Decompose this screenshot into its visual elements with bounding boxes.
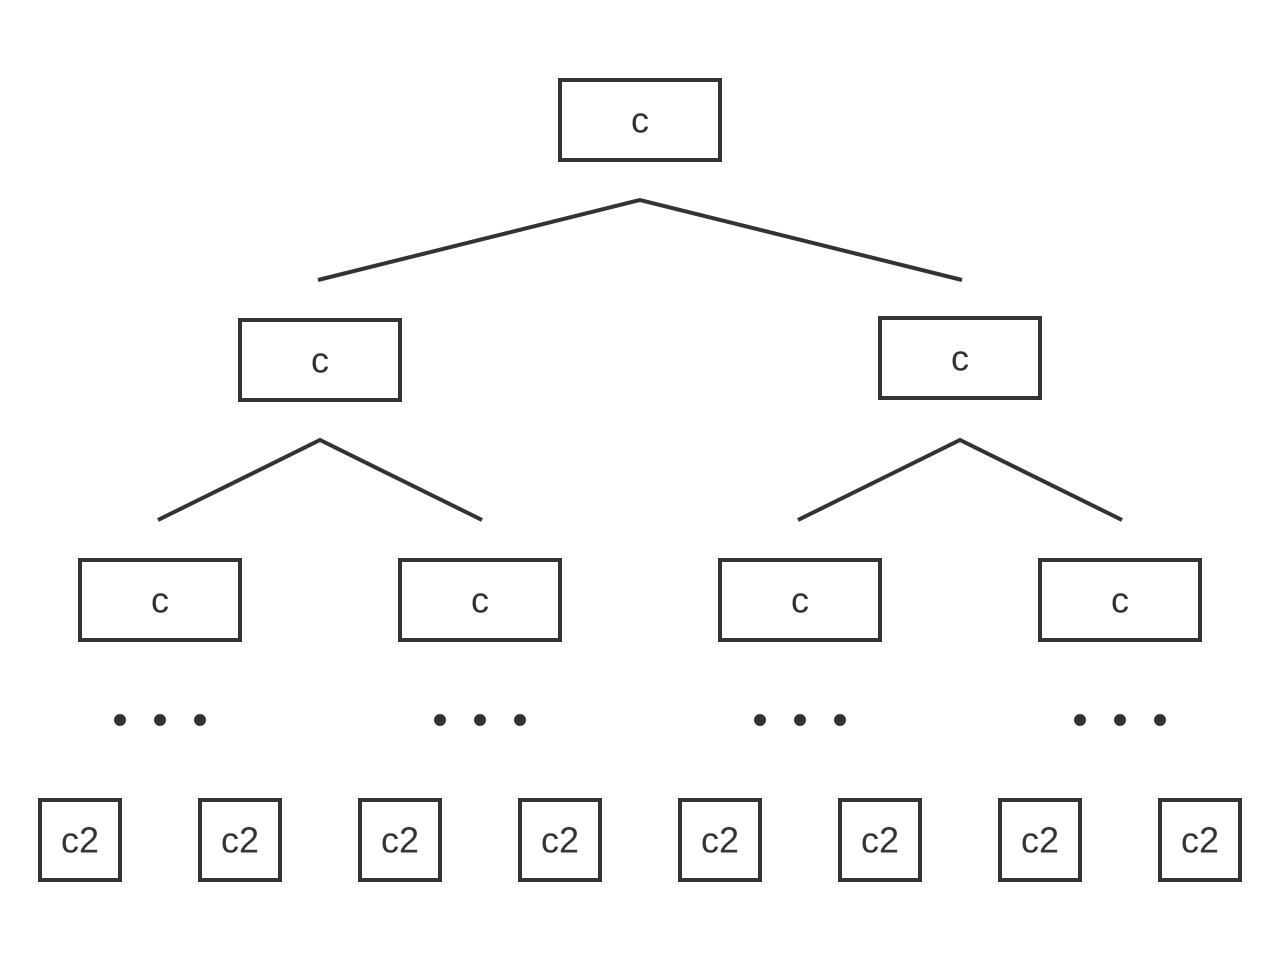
level2-node-4: c [1038, 558, 1202, 642]
right-branch-edges [797, 437, 1123, 522]
leaf-node-8: c2 [1158, 798, 1242, 882]
level1-node-left: c [238, 318, 402, 402]
ellipsis-1 [114, 714, 206, 726]
leaf-node-1: c2 [38, 798, 122, 882]
leaf-node-7-box [998, 798, 1082, 882]
ellipsis-dot [434, 714, 446, 726]
level2-node-1-box [78, 558, 242, 642]
level2-node-3-box [718, 558, 882, 642]
level2-node-2-label: c [471, 580, 489, 621]
ellipsis-dot [1154, 714, 1166, 726]
level2-node-4-box [1038, 558, 1202, 642]
leaf-node-1-label: c2 [61, 820, 99, 861]
level1-node-right: c [878, 316, 1042, 400]
ellipsis-dot [194, 714, 206, 726]
ellipsis-dot [474, 714, 486, 726]
ellipsis-dot [1114, 714, 1126, 726]
root-node-label: c [631, 100, 649, 141]
leaf-node-7-label: c2 [1021, 820, 1059, 861]
leaf-node-3-box [358, 798, 442, 882]
leaf-node-6-label: c2 [861, 820, 899, 861]
level1-edges [157, 437, 1123, 522]
ellipsis-dot [1074, 714, 1086, 726]
level2-node-3-label: c [791, 580, 809, 621]
level2-node-1-label: c [151, 580, 169, 621]
ellipsis-4 [1074, 714, 1166, 726]
leaf-node-5-box [678, 798, 762, 882]
leaf-node-6: c2 [838, 798, 922, 882]
level2-node-2-box [398, 558, 562, 642]
leaf-node-4-label: c2 [541, 820, 579, 861]
leaf-node-1-box [38, 798, 122, 882]
level2-node-3: c [718, 558, 882, 642]
leaf-node-5-label: c2 [701, 820, 739, 861]
ellipsis-dot [794, 714, 806, 726]
leaf-node-3-label: c2 [381, 820, 419, 861]
ellipsis-dot [114, 714, 126, 726]
ellipsis-dot [834, 714, 846, 726]
ellipsis-dot [754, 714, 766, 726]
leaf-node-2: c2 [198, 798, 282, 882]
leaf-node-4-box [518, 798, 602, 882]
left-branch-edges [157, 437, 483, 522]
leaf-node-8-label: c2 [1181, 820, 1219, 861]
leaf-node-8-box [1158, 798, 1242, 882]
leaf-node-7: c2 [998, 798, 1082, 882]
leaf-node-2-label: c2 [221, 820, 259, 861]
ellipsis-2 [434, 714, 526, 726]
ellipsis-3 [754, 714, 846, 726]
level2-node-2: c [398, 558, 562, 642]
ellipsis-dot [514, 714, 526, 726]
level1-node-left-box [238, 318, 402, 402]
leaf-node-3: c2 [358, 798, 442, 882]
root-node-box [558, 78, 722, 162]
leaf-node-6-box [838, 798, 922, 882]
level1-node-left-label: c [311, 340, 329, 381]
leaf-node-4: c2 [518, 798, 602, 882]
level2-node-4-label: c [1111, 580, 1129, 621]
leaf-node-5: c2 [678, 798, 762, 882]
root-branch-edges [317, 197, 963, 282]
root-edges [317, 197, 963, 282]
level2-node-1: c [78, 558, 242, 642]
level1-node-right-label: c [951, 338, 969, 379]
root-node: c [558, 78, 722, 162]
level1-node-right-box [878, 316, 1042, 400]
ellipsis-dot [154, 714, 166, 726]
leaf-node-2-box [198, 798, 282, 882]
